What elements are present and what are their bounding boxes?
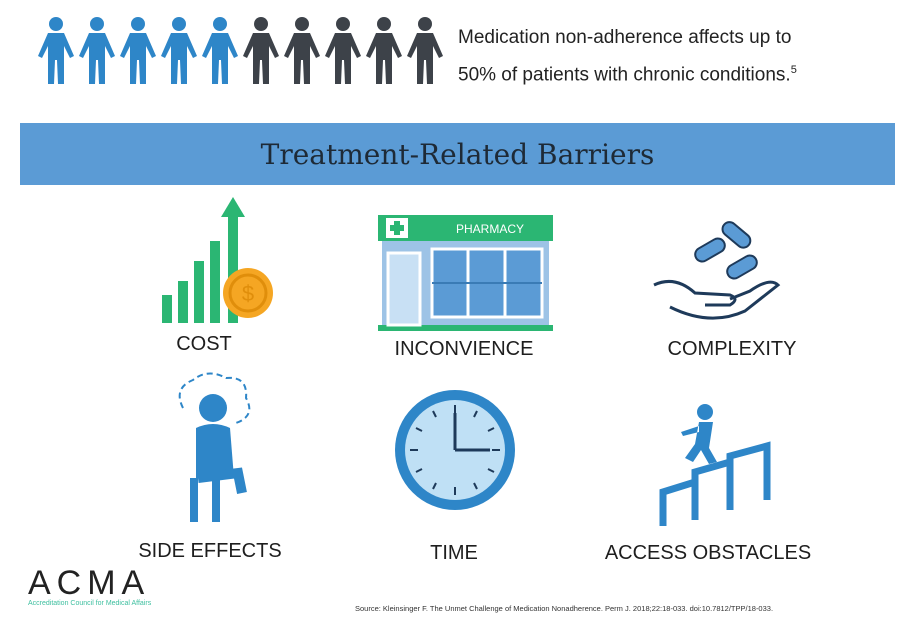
svg-text:$: $ [242, 281, 254, 306]
person-icon [36, 16, 76, 86]
person-icon [405, 16, 445, 86]
logo-subtext: Accreditation Council for Medical Affair… [28, 600, 152, 607]
statistic-line-1: Medication non-adherence affects up to [458, 27, 792, 48]
barrier-label-side-effects: SIDE EFFECTS [138, 540, 282, 562]
people-pictogram [36, 16, 445, 86]
footnote-marker: 5 [790, 64, 797, 76]
barrier-label-access-obstacles: ACCESS OBSTACLES [604, 542, 812, 564]
cost-chart-icon: $ [162, 197, 273, 323]
banner-title: Treatment-Related Barriers [260, 137, 655, 171]
person-icon [323, 16, 363, 86]
sick-person-icon [178, 372, 251, 522]
pills-hand-icon [653, 221, 781, 320]
pharmacy-icon: PHARMACY [378, 215, 553, 331]
hurdles-icon [659, 404, 771, 526]
logo-text: ACMA [28, 564, 151, 602]
person-icon [159, 16, 199, 86]
section-banner: Treatment-Related Barriers [20, 123, 895, 185]
statistic-text: Medication non-adherence affects up to 5… [458, 22, 797, 91]
person-icon [77, 16, 117, 86]
barrier-label-inconvenience: INCONVIENCE [394, 338, 534, 360]
statistic-line-2: 50% of patients with chronic conditions. [458, 64, 791, 86]
person-icon [282, 16, 322, 86]
person-icon [200, 16, 240, 86]
svg-text:PHARMACY: PHARMACY [456, 222, 524, 236]
person-icon [364, 16, 404, 86]
barrier-label-complexity: COMPLEXITY [667, 338, 797, 360]
person-icon [241, 16, 281, 86]
barrier-label-time: TIME [430, 542, 478, 564]
acma-logo: ACMA Accreditation Council for Medical A… [28, 566, 151, 607]
clock-icon [395, 390, 515, 510]
person-icon [118, 16, 158, 86]
barrier-label-cost: COST [176, 333, 232, 355]
source-citation: Source: Kleinsinger F. The Unmet Challen… [355, 604, 774, 613]
